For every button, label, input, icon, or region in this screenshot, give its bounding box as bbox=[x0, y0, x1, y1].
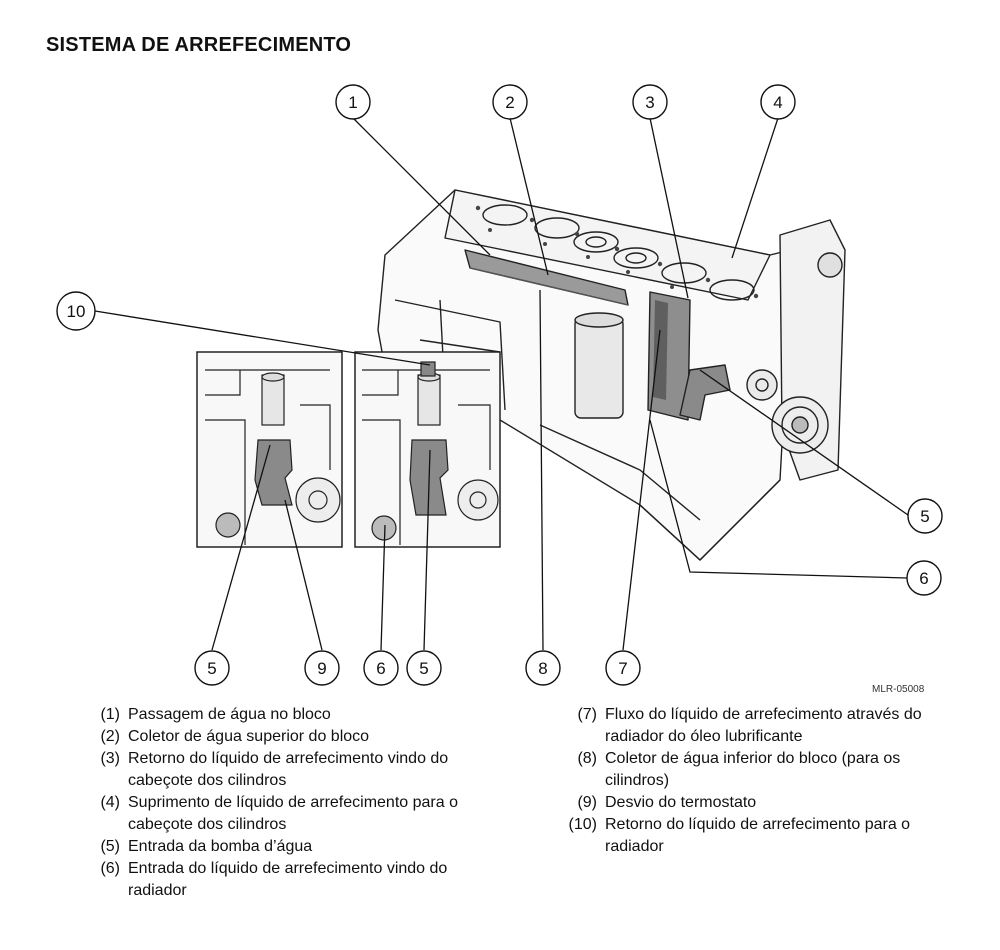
svg-text:3: 3 bbox=[645, 93, 654, 112]
legend-number: (3) bbox=[100, 750, 120, 767]
legend-text: Desvio do termostato bbox=[605, 794, 757, 811]
svg-text:9: 9 bbox=[317, 659, 326, 678]
leader-line-8 bbox=[539, 289, 544, 651]
callout-6-main: 6 bbox=[906, 560, 942, 596]
legend-item: (8) Coletor de água inferior do bloco (pa… bbox=[555, 748, 965, 792]
leader-line-5-inset-left bbox=[211, 444, 271, 651]
legend-number: (4) bbox=[100, 794, 120, 811]
svg-text:10: 10 bbox=[67, 302, 86, 321]
leader-line-6-main bbox=[649, 419, 908, 579]
svg-text:1: 1 bbox=[348, 93, 357, 112]
svg-text:5: 5 bbox=[920, 507, 929, 526]
callout-5-inset-right: 5 bbox=[406, 650, 442, 686]
engine-illustration bbox=[377, 189, 846, 561]
legend-item: (5) Entrada da bomba d’água bbox=[92, 836, 492, 858]
callout-5-main: 5 bbox=[907, 498, 943, 534]
callout-3: 3 bbox=[632, 84, 668, 120]
svg-text:7: 7 bbox=[618, 659, 627, 678]
legend-number: (9) bbox=[577, 794, 597, 811]
callout-8: 8 bbox=[525, 650, 561, 686]
legend-item: (4) Suprimento de líquido de arrefeciment… bbox=[92, 792, 492, 836]
callouts: 1 2 3 4 10 5 6 5 9 6 5 8 7 bbox=[56, 84, 943, 686]
legend-item: (3) Retorno do líquido de arrefecimento v… bbox=[92, 748, 492, 792]
legend-number: (8) bbox=[577, 750, 597, 767]
leader-lines bbox=[94, 117, 909, 651]
legend-item: (10) Retorno do líquido de arrefecimento … bbox=[555, 814, 965, 858]
legend-number: (2) bbox=[100, 728, 120, 745]
legend-text: Retorno do líquido de arrefecimento para… bbox=[605, 816, 911, 855]
leader-line-9 bbox=[284, 499, 323, 651]
legend-text: Suprimento de líquido de arrefecimento p… bbox=[128, 794, 458, 833]
leader-line-3 bbox=[649, 117, 689, 299]
callout-4: 4 bbox=[760, 84, 796, 120]
figure-code: MLR-05008 bbox=[872, 684, 925, 695]
svg-text:8: 8 bbox=[538, 659, 547, 678]
svg-text:6: 6 bbox=[919, 569, 928, 588]
page-title: SISTEMA DE ARREFECIMENTO bbox=[46, 34, 352, 56]
callout-9: 9 bbox=[304, 650, 340, 686]
leader-line-5-inset-right bbox=[423, 449, 431, 651]
leader-line-4 bbox=[731, 117, 779, 259]
legend-text: Entrada do líquido de arrefecimento vind… bbox=[128, 860, 448, 899]
cooling-system-diagram: 1 2 3 4 10 5 6 5 9 6 5 8 7 MLR-05008 bbox=[56, 84, 943, 695]
svg-text:5: 5 bbox=[207, 659, 216, 678]
legend-text: Coletor de água inferior do bloco (para … bbox=[605, 750, 901, 789]
legend-item: (7) Fluxo do líquido de arrefecimento atr… bbox=[555, 704, 965, 748]
legend-item: (9) Desvio do termostato bbox=[555, 792, 965, 814]
legend-item: (2) Coletor de água superior do bloco bbox=[92, 726, 492, 748]
legend-text: Retorno do líquido de arrefecimento vind… bbox=[128, 750, 449, 789]
callout-1: 1 bbox=[335, 84, 371, 120]
legend-item: (6) Entrada do líquido de arrefecimento v… bbox=[92, 858, 492, 902]
legend-text: Entrada da bomba d’água bbox=[128, 838, 313, 855]
leader-line-7 bbox=[622, 329, 661, 651]
legend-left: (1) Passagem de água no bloco (2) Coletor … bbox=[92, 704, 492, 902]
legend-text: Coletor de água superior do bloco bbox=[128, 728, 370, 745]
leader-line-10 bbox=[94, 310, 431, 366]
svg-text:5: 5 bbox=[419, 659, 428, 678]
legend-number: (1) bbox=[100, 706, 120, 723]
leader-line-2 bbox=[509, 117, 549, 276]
svg-text:6: 6 bbox=[376, 659, 385, 678]
leader-line-5-main bbox=[699, 369, 909, 516]
inset-left-illustration bbox=[196, 351, 343, 548]
legend-text: Fluxo do líquido de arrefecimento atravé… bbox=[605, 706, 922, 745]
callout-10: 10 bbox=[56, 291, 96, 331]
svg-text:4: 4 bbox=[773, 93, 782, 112]
legend-number: (10) bbox=[568, 816, 597, 833]
legend-right: (7) Fluxo do líquido de arrefecimento atr… bbox=[555, 704, 965, 858]
legend-number: (5) bbox=[100, 838, 120, 855]
callout-6-inset-right: 6 bbox=[363, 650, 399, 686]
callout-5-inset-left: 5 bbox=[194, 650, 230, 686]
legend-number: (6) bbox=[100, 860, 120, 877]
legend-number: (7) bbox=[577, 706, 597, 723]
callout-7: 7 bbox=[605, 650, 641, 686]
legend-item: (1) Passagem de água no bloco bbox=[92, 704, 492, 726]
callout-2: 2 bbox=[492, 84, 528, 120]
legend-text: Passagem de água no bloco bbox=[128, 706, 331, 723]
leader-line-1 bbox=[352, 117, 491, 256]
leader-line-6-inset-right bbox=[380, 524, 386, 651]
svg-text:2: 2 bbox=[505, 93, 514, 112]
